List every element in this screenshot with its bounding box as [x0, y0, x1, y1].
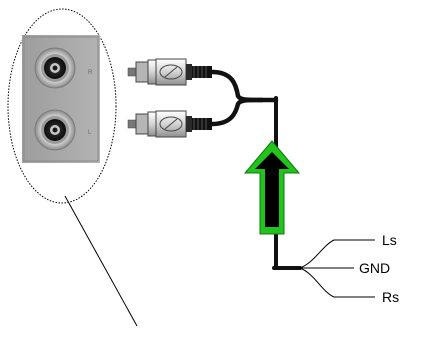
wire-label-gnd: GND — [359, 260, 390, 276]
wire-label-rs: Rs — [382, 289, 399, 305]
jack-bottom-marker: L — [88, 130, 92, 136]
rca-plug-icon — [127, 110, 212, 138]
rca-jack-icon — [34, 47, 76, 89]
rca-jack-icon — [34, 109, 76, 151]
jack-panel-highlight-ellipse — [7, 8, 117, 204]
jack-top-marker: R — [88, 70, 93, 76]
wire-fanout — [299, 239, 375, 298]
jack-panel: R L — [22, 35, 100, 163]
rca-plug-icon — [127, 58, 212, 86]
callout-line — [64, 195, 138, 327]
wire-label-ls: Ls — [382, 232, 397, 248]
up-arrow-icon — [243, 140, 301, 235]
